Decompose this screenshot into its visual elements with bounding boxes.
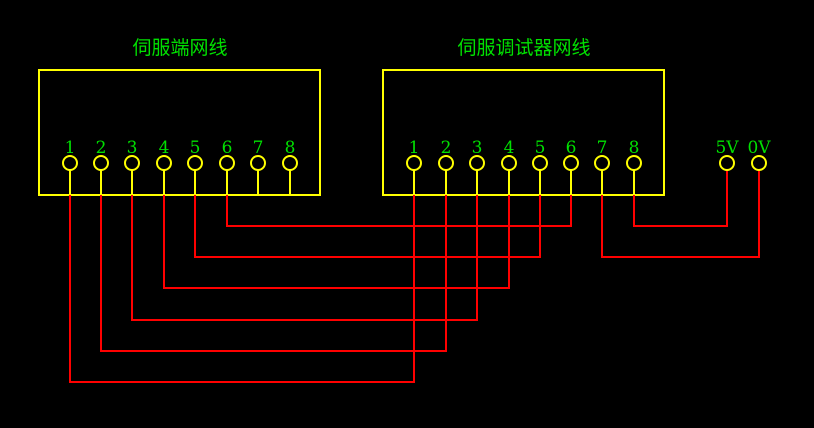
debugger-pin-2-label: 2 [441,138,452,158]
servo-pin-3-label: 3 [127,138,138,158]
servo-pin-8-label: 8 [285,138,296,158]
debugger-pin-1-terminal [406,155,422,171]
servo-pin-7-terminal [250,155,266,171]
debugger-pin-1-label: 1 [409,138,420,158]
servo-pin-4-label: 4 [159,138,170,158]
servo-pin-4-terminal [156,155,172,171]
wire-group [69,170,760,383]
debugger-cable-title: 伺服调试器网线 [457,37,590,59]
debugger-pin-8-label: 8 [629,138,640,158]
servo-pin-2-label: 2 [96,138,107,158]
debugger-pin-7-label: 7 [597,138,608,158]
servo-connector-box [38,69,321,196]
debugger-connector-box [382,69,665,196]
debugger-pin-7-terminal [594,155,610,171]
debugger-pin-3-terminal [469,155,485,171]
servo-pin-1-terminal [62,155,78,171]
power-pin-0v-label: 0V [747,138,771,158]
wire-servo-4-to-debugger-4 [163,195,510,289]
debugger-pin-4-terminal [501,155,517,171]
servo-pin-8-terminal [282,155,298,171]
servo-pin-7-label: 7 [253,138,264,158]
debugger-pin-5-terminal [532,155,548,171]
power-pin-0v-terminal [751,155,767,171]
debugger-pin-8-terminal [626,155,642,171]
debugger-pin-3-label: 3 [472,138,483,158]
servo-pin-6-label: 6 [222,138,233,158]
debugger-pin-2-terminal [438,155,454,171]
wire-servo-6-to-debugger-6 [226,195,572,227]
servo-pin-5-label: 5 [190,138,201,158]
debugger-pin-6-terminal [563,155,579,171]
debugger-pin-5-label: 5 [535,138,546,158]
servo-pin-2-terminal [93,155,109,171]
wire-debugger-8-to-power-5V [633,170,728,227]
servo-pin-6-terminal [219,155,235,171]
wire-debugger-7-to-power-0V [601,170,760,258]
power-pin-5v-label: 5V [715,138,739,158]
power-pin-5v-terminal [719,155,735,171]
servo-pin-1-label: 1 [65,138,76,158]
debugger-pin-4-label: 4 [504,138,515,158]
wire-servo-2-to-debugger-2 [100,195,447,352]
servo-pin-3-terminal [124,155,140,171]
servo-cable-title: 伺服端网线 [132,37,227,59]
debugger-pin-6-label: 6 [566,138,577,158]
servo-pin-5-terminal [187,155,203,171]
